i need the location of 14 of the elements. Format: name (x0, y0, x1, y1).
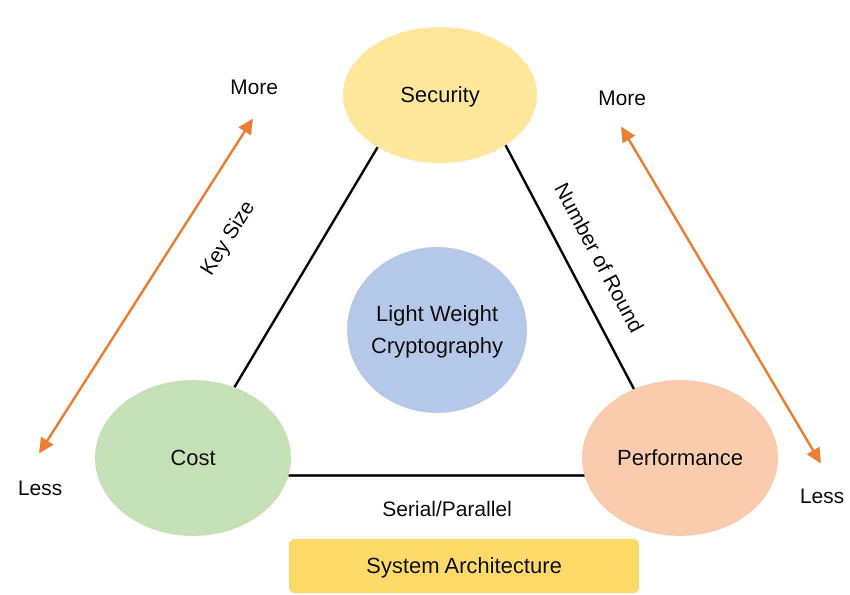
connector-line (504, 144, 636, 390)
architecture-box (289, 539, 639, 593)
connector-line (233, 146, 379, 388)
scale-label: More (230, 75, 278, 101)
node-label: Cost (170, 444, 216, 472)
node-label: Performance (617, 444, 743, 472)
node-label: Security (400, 81, 480, 109)
edge-label: Serial/Parallel (382, 497, 512, 523)
scale-label: Less (18, 476, 62, 502)
node-label: System Architecture (366, 552, 562, 580)
scale-label: More (598, 86, 646, 112)
connector-line (288, 474, 584, 477)
scale-label: Less (800, 484, 844, 510)
node-label: Light Weight Cryptography (370, 300, 504, 360)
